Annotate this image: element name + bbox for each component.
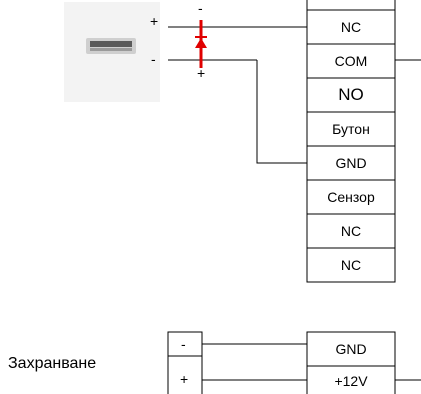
terminal-5-label: GND: [335, 155, 366, 171]
diode: [195, 20, 207, 68]
lock-wire-bottom-to-gnd: [256, 60, 307, 164]
terminal-gnd-power: [306, 331, 396, 367]
terminal-block-power: GND +12V: [306, 331, 396, 394]
diode-top-sign: -: [198, 0, 203, 16]
terminal-3-no: [306, 77, 396, 113]
terminal-2-com: [306, 43, 396, 79]
terminal-6-label: Сензор: [327, 189, 375, 205]
terminal-4-бутон: [306, 111, 396, 147]
power-label: Захранване: [8, 355, 96, 372]
power-wires: [202, 343, 421, 381]
terminal-1-label: NC: [341, 19, 361, 35]
power-source-block: - +: [167, 331, 203, 394]
lock-wires: [168, 26, 307, 164]
terminal-top-partial: [306, 0, 396, 11]
terminal-8-label: NC: [341, 257, 361, 273]
lock-device-plate-edge: [90, 48, 132, 51]
terminal-5-gnd: [306, 145, 396, 181]
power-source-minus-sign: -: [181, 336, 186, 352]
terminal-12v: [306, 365, 396, 394]
terminal-1-nc: [306, 9, 396, 45]
power-source-plus-cell: [167, 355, 203, 394]
terminal-4-label: Бутон: [332, 121, 370, 137]
terminal-7-label: NC: [341, 223, 361, 239]
terminal-gnd-power-label: GND: [335, 341, 366, 357]
lock-device: [64, 2, 160, 102]
terminal-3-label: NO: [338, 85, 364, 104]
lock-wire-top-sign: +: [150, 13, 158, 29]
diode-triangle: [195, 38, 207, 48]
terminal-8-nc: [306, 247, 396, 283]
lock-device-plate: [90, 41, 132, 47]
power-source-plus-sign: +: [180, 371, 188, 387]
terminal-12v-label: +12V: [334, 373, 368, 389]
terminal-2-label: COM: [335, 53, 368, 69]
lock-wire-bottom-sign: -: [151, 51, 156, 67]
diode-bottom-sign: +: [197, 65, 205, 81]
